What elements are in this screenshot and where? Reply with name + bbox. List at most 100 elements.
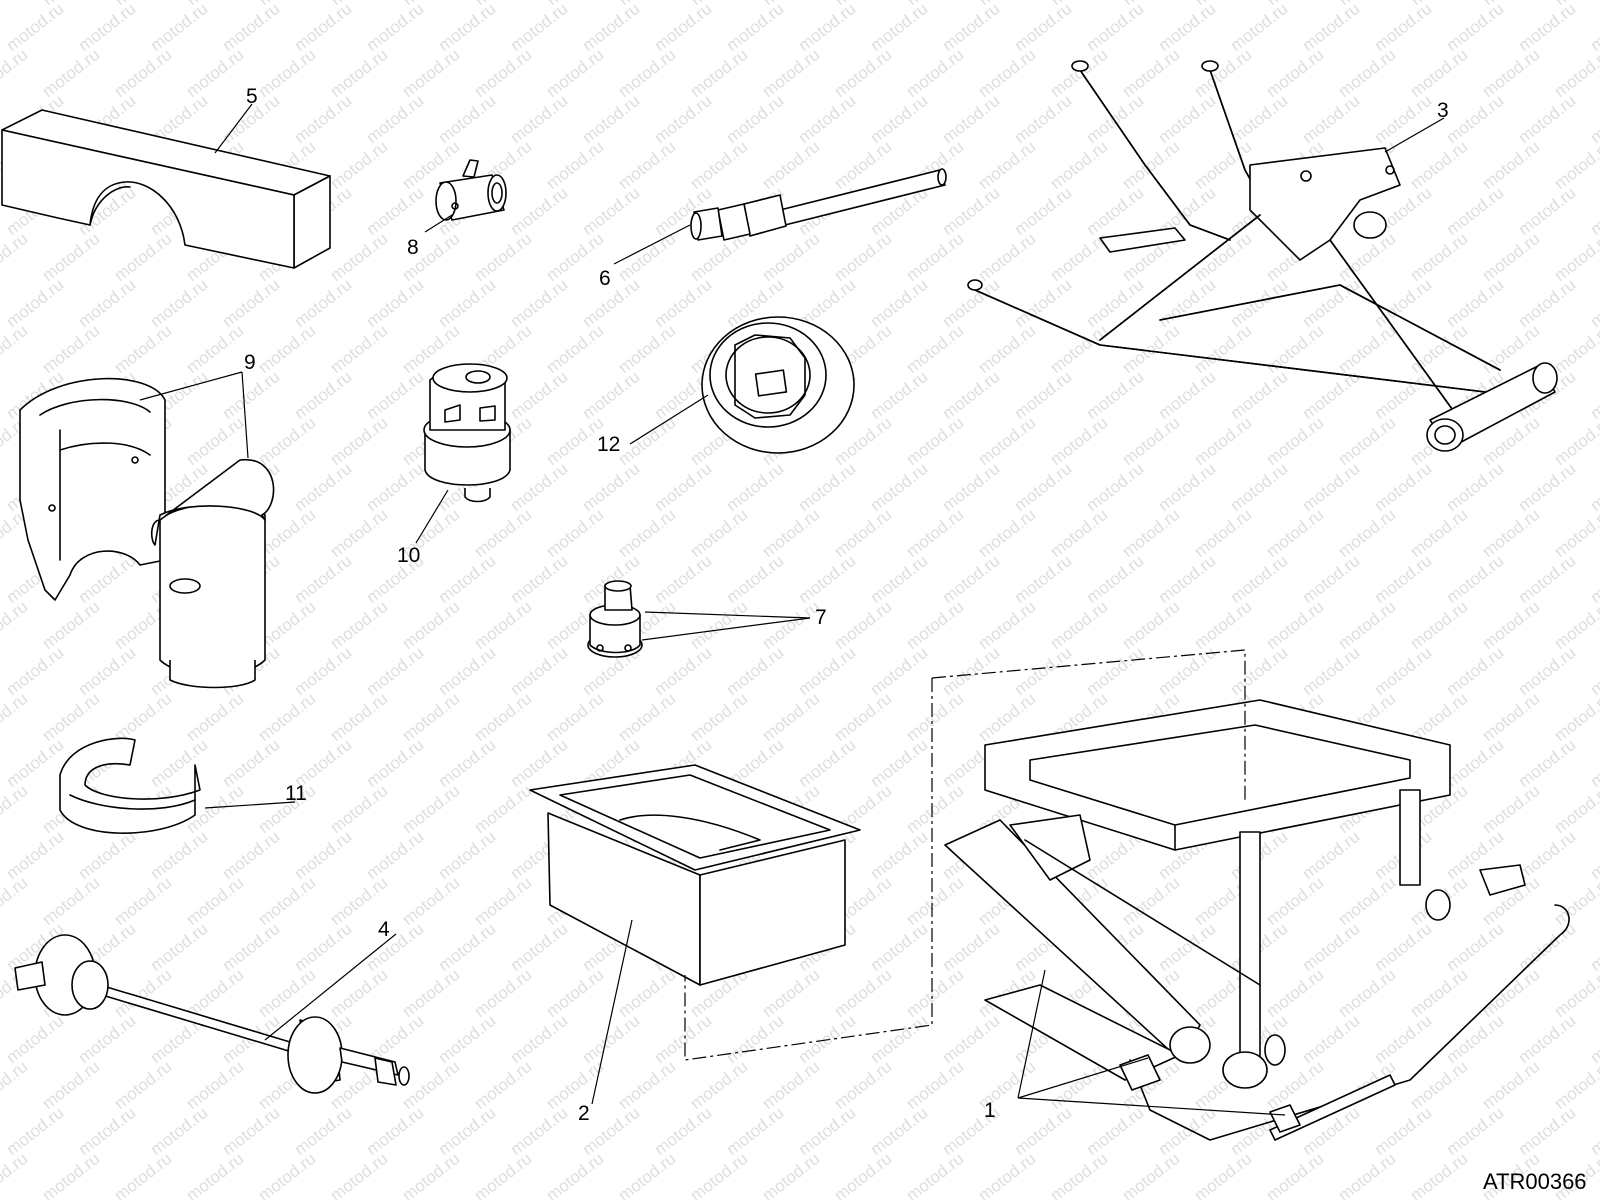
watermark-text: motod.ru xyxy=(1299,0,1364,55)
part-4-puller-shaft xyxy=(14,934,410,1094)
watermark-text: motod.ru xyxy=(39,1149,104,1200)
watermark-text: motod.ru xyxy=(75,275,140,331)
watermark-text: motod.ru xyxy=(147,919,212,975)
part-3-stand-frame xyxy=(967,60,1558,452)
watermark-text: motod.ru xyxy=(1443,0,1508,55)
watermark-text: motod.ru xyxy=(75,643,140,699)
watermark-text: motod.ru xyxy=(1515,551,1580,607)
callout-6: 6 xyxy=(599,267,611,290)
watermark-text: motod.ru xyxy=(1551,413,1600,469)
watermark-text: motod.ru xyxy=(1443,551,1508,607)
watermark-text: motod.ru xyxy=(327,45,392,101)
watermark-text: motod.ru xyxy=(1083,0,1148,55)
watermark-text: motod.ru xyxy=(831,965,896,1021)
watermark-text: motod.ru xyxy=(1587,459,1600,515)
watermark-text: motod.ru xyxy=(399,873,464,929)
watermark-text: motod.ru xyxy=(363,0,428,55)
watermark-text: motod.ru xyxy=(795,643,860,699)
watermark-text: motod.ru xyxy=(1479,597,1544,653)
watermark-text: motod.ru xyxy=(1011,551,1076,607)
watermark-text: motod.ru xyxy=(1515,1103,1580,1159)
watermark-text: motod.ru xyxy=(1371,643,1436,699)
watermark-text: motod.ru xyxy=(1011,91,1076,147)
watermark-text: motod.ru xyxy=(183,1057,248,1113)
watermark-text: motod.ru xyxy=(39,597,104,653)
watermark-text: motod.ru xyxy=(1587,91,1600,147)
watermark-text: motod.ru xyxy=(363,183,428,239)
watermark-text: motod.ru xyxy=(255,873,320,929)
watermark-text: motod.ru xyxy=(615,229,680,285)
watermark-text: motod.ru xyxy=(1587,183,1600,239)
watermark-text: motod.ru xyxy=(1515,1011,1580,1067)
watermark-text: motod.ru xyxy=(1011,0,1076,55)
watermark-text: motod.ru xyxy=(975,45,1040,101)
watermark-text: motod.ru xyxy=(543,137,608,193)
watermark-text: motod.ru xyxy=(1299,827,1364,883)
watermark-text: motod.ru xyxy=(1083,183,1148,239)
watermark-text: motod.ru xyxy=(1083,551,1148,607)
watermark-text: motod.ru xyxy=(1551,781,1600,837)
watermark-text: motod.ru xyxy=(975,321,1040,377)
watermark-text: motod.ru xyxy=(507,1103,572,1159)
watermark-text: motod.ru xyxy=(1011,643,1076,699)
watermark-text: motod.ru xyxy=(1515,275,1580,331)
watermark-text: motod.ru xyxy=(723,459,788,515)
watermark-text: motod.ru xyxy=(75,827,140,883)
watermark-text: motod.ru xyxy=(1119,873,1184,929)
watermark-text: motod.ru xyxy=(471,505,536,561)
watermark-text: motod.ru xyxy=(1407,1057,1472,1113)
watermark-text: motod.ru xyxy=(1011,459,1076,515)
watermark-text: motod.ru xyxy=(867,275,932,331)
watermark-text: motod.ru xyxy=(1335,873,1400,929)
watermark-text: motod.ru xyxy=(1227,0,1292,55)
watermark-text: motod.ru xyxy=(435,91,500,147)
watermark-text: motod.ru xyxy=(651,91,716,147)
watermark-text: motod.ru xyxy=(219,827,284,883)
watermark-text: motod.ru xyxy=(219,919,284,975)
watermark-text: motod.ru xyxy=(831,689,896,745)
watermark-text: motod.ru xyxy=(759,45,824,101)
watermark-text: motod.ru xyxy=(1587,551,1600,607)
watermark-text: motod.ru xyxy=(75,1011,140,1067)
watermark-text: motod.ru xyxy=(615,689,680,745)
watermark-text: motod.ru xyxy=(1407,965,1472,1021)
watermark-text: motod.ru xyxy=(1515,459,1580,515)
watermark-text: motod.ru xyxy=(399,45,464,101)
watermark-text: motod.ru xyxy=(939,0,1004,55)
watermark-text: motod.ru xyxy=(543,689,608,745)
watermark-text: motod.ru xyxy=(1479,1057,1544,1113)
watermark-text: motod.ru xyxy=(1443,1103,1508,1159)
watermark-text: motod.ru xyxy=(1587,827,1600,883)
watermark-text: motod.ru xyxy=(399,1149,464,1200)
watermark-text: motod.ru xyxy=(615,321,680,377)
watermark-text: motod.ru xyxy=(1515,643,1580,699)
watermark-text: motod.ru xyxy=(1011,1103,1076,1159)
watermark-text: motod.ru xyxy=(867,459,932,515)
watermark-text: motod.ru xyxy=(543,1149,608,1200)
watermark-text: motod.ru xyxy=(507,735,572,791)
assembly-boundary-upper xyxy=(931,649,1246,800)
watermark-text: motod.ru xyxy=(867,827,932,883)
watermark-text: motod.ru xyxy=(1551,45,1600,101)
watermark-text: motod.ru xyxy=(795,735,860,791)
watermark-text: motod.ru xyxy=(1191,321,1256,377)
watermark-text: motod.ru xyxy=(795,551,860,607)
watermark-text: motod.ru xyxy=(1515,91,1580,147)
watermark-text: motod.ru xyxy=(1119,1149,1184,1200)
watermark-text: motod.ru xyxy=(0,45,31,101)
watermark-text: motod.ru xyxy=(867,919,932,975)
watermark-text: motod.ru xyxy=(1443,643,1508,699)
watermark-text: motod.ru xyxy=(1155,367,1220,423)
watermark-text: motod.ru xyxy=(1515,827,1580,883)
watermark-text: motod.ru xyxy=(1047,413,1112,469)
watermark-text: motod.ru xyxy=(579,91,644,147)
watermark-text: motod.ru xyxy=(831,229,896,285)
watermark-text: motod.ru xyxy=(219,735,284,791)
watermark-text: motod.ru xyxy=(1587,1103,1600,1159)
watermark-text: motod.ru xyxy=(1551,137,1600,193)
watermark-text: motod.ru xyxy=(687,1149,752,1200)
watermark-text: motod.ru xyxy=(1083,367,1148,423)
watermark-text: motod.ru xyxy=(291,275,356,331)
watermark-text: motod.ru xyxy=(1047,137,1112,193)
